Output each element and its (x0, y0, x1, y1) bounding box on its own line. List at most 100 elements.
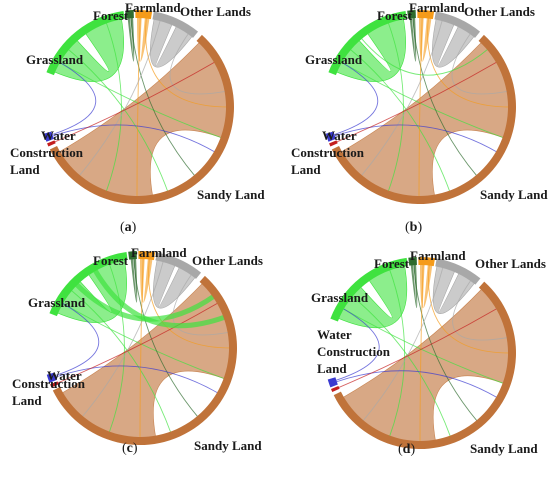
exchange-chord (452, 279, 509, 341)
exchange-chord (50, 61, 97, 136)
arc-forest (125, 10, 134, 19)
label-forest: Forest (377, 8, 413, 23)
panel-b: Forest Farmland Other Lands Grassland Wa… (275, 0, 550, 244)
arc-grassland (49, 251, 128, 317)
label-construction-line2: Land (12, 393, 42, 408)
arc-sandy-land (49, 34, 235, 205)
exchange-chord (53, 365, 220, 394)
label-farmland: Farmland (409, 0, 465, 15)
exchange-chord (145, 16, 229, 108)
arc-construction-land (47, 140, 56, 147)
exchange-chord (81, 259, 164, 418)
label-water: Water (47, 368, 82, 383)
chord-diagram-b (325, 9, 516, 204)
panel-d: Forest Farmland Other Lands Grassland Wa… (275, 244, 550, 488)
label-sandy-land: Sandy Land (194, 438, 262, 453)
exchange-chord (334, 370, 499, 399)
label-forest: Forest (374, 256, 410, 271)
label-farmland: Farmland (131, 245, 187, 260)
caption-a: (a) (120, 220, 137, 235)
exchange-chord (50, 124, 217, 153)
arc-water (325, 131, 336, 142)
panel-c: Forest Farmland Other Lands Grassland Wa… (0, 244, 275, 488)
ribbon-forest-self (127, 16, 135, 62)
arc-water (43, 131, 54, 142)
exchange-chord (349, 48, 451, 193)
label-grassland: Grassland (311, 290, 369, 305)
arc-farmland (138, 251, 156, 261)
arc-sandy-land (52, 275, 237, 445)
label-construction-line2: Land (10, 162, 40, 177)
exchange-chord (130, 16, 196, 177)
label-other-lands: Other Lands (464, 4, 535, 19)
exchange-chord (133, 257, 199, 418)
exchange-chord (427, 16, 511, 108)
exchange-chord (169, 32, 227, 95)
arc-forest (128, 251, 137, 260)
arc-construction-land (50, 381, 59, 388)
caption-b: (b) (405, 220, 423, 235)
exchange-chord (92, 267, 227, 329)
exchange-chord (332, 124, 499, 153)
exchange-chord (360, 18, 443, 177)
arc-other-lands (155, 252, 202, 279)
arc-farmland (418, 257, 436, 267)
arc-sandy-land (333, 281, 516, 449)
exchange-chord (418, 16, 423, 199)
caption-d: (d) (398, 442, 416, 457)
arc-farmland (417, 9, 435, 20)
ribbon-forest-self (409, 16, 417, 62)
chord-diagram-d (327, 257, 516, 449)
label-construction-line1: Construction (291, 145, 364, 160)
label-sandy-land: Sandy Land (480, 187, 548, 202)
arc-water (327, 377, 338, 388)
exchange-chord (413, 263, 479, 423)
label-other-lands: Other Lands (180, 4, 251, 19)
arc-grassland (328, 10, 407, 76)
ribbon-forest-self (130, 257, 138, 303)
arc-sandy-land (331, 34, 516, 204)
exchange-chord (136, 16, 141, 199)
exchange-chord (70, 289, 172, 434)
arc-other-lands (435, 258, 481, 285)
arc-other-lands (152, 11, 199, 38)
label-other-lands: Other Lands (475, 256, 546, 271)
label-farmland: Farmland (125, 0, 181, 15)
label-water: Water (317, 327, 352, 342)
label-grassland: Grassland (26, 52, 84, 67)
arc-forest (407, 10, 416, 19)
exchange-chord (335, 61, 499, 143)
label-construction-line2: Land (317, 361, 347, 376)
exchange-chord (53, 61, 217, 143)
exchange-chord (336, 307, 499, 389)
arc-construction-land (330, 385, 340, 393)
exchange-chord (451, 32, 509, 95)
label-sandy-land: Sandy Land (197, 187, 265, 202)
exchange-chord (332, 61, 379, 136)
arc-grassland (46, 10, 125, 76)
label-construction-line1: Construction (12, 376, 85, 391)
ribbon-forest-self (410, 263, 418, 309)
exchange-chord (67, 48, 169, 193)
exchange-chord (361, 265, 444, 423)
exchange-chord (360, 37, 489, 76)
label-construction-line2: Land (291, 162, 321, 177)
exchange-chord (334, 307, 380, 382)
exchange-chord (412, 16, 478, 177)
label-sandy-land: Sandy Land (470, 441, 538, 456)
exchange-chord (78, 18, 161, 177)
arc-grassland (330, 257, 408, 322)
exchange-chord (53, 302, 100, 377)
exchange-chord (387, 21, 404, 193)
exchange-chord (388, 268, 406, 438)
chord-diagram-a (43, 9, 235, 205)
chord-diagram-c (46, 251, 237, 445)
exchange-chord (419, 263, 424, 444)
label-water: Water (41, 128, 76, 143)
label-farmland: Farmland (410, 248, 466, 263)
exchange-chord (105, 21, 122, 193)
label-grassland: Grassland (28, 295, 86, 310)
exchange-chord (139, 257, 144, 440)
exchange-chord (428, 263, 511, 354)
